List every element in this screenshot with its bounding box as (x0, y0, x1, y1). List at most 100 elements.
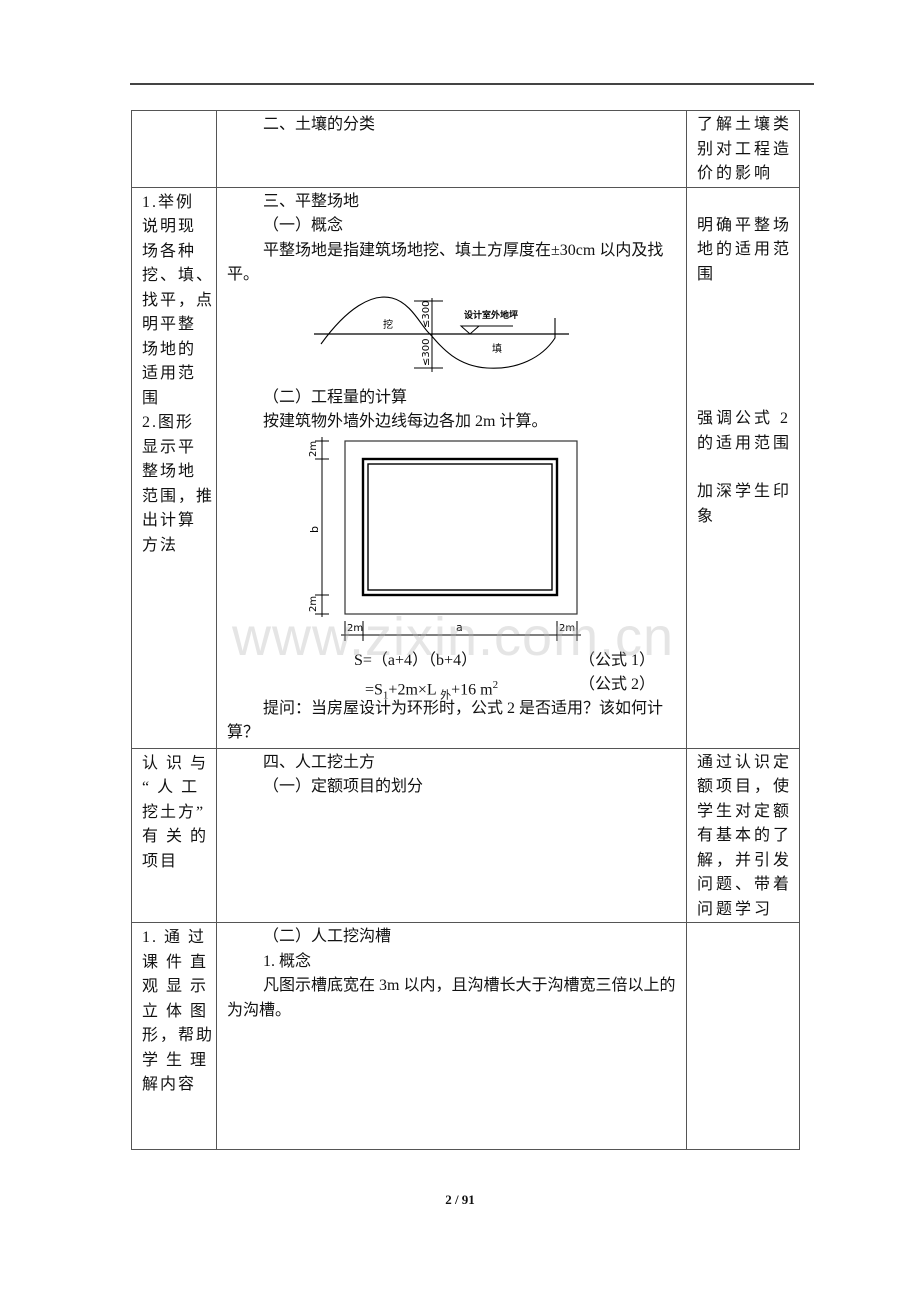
activity-line: 说明现 (142, 218, 197, 235)
subsection-heading: （二）人工挖沟槽 (263, 928, 392, 945)
dim-top-label: ≤300 (421, 300, 432, 327)
question-paragraph: 提问：当房屋设计为环形时，公式 2 是否适用？该如何计算？ (227, 699, 664, 742)
activity-line: 出计算 (142, 512, 197, 529)
goal-line: 问题学习 (697, 900, 774, 918)
cut-fill-diagram: 挖 填 设计室外地坪 ≤300 ≤300 (227, 288, 678, 386)
activity-line: 显示平 (142, 438, 197, 456)
formula-1: S=（a+4）（b+4） （公式 1） (227, 649, 678, 673)
goal-line: 象 (697, 507, 717, 525)
fill-label: 填 (492, 342, 502, 355)
goal-cell (686, 922, 800, 1150)
activity-line: 观 显 示 (142, 978, 209, 995)
activity-line: 立 体 图 (142, 1002, 209, 1020)
activity-cell: 认 识 与 “ 人 工 挖土方” 有 关 的 项目 (131, 747, 217, 923)
formula-text: =S (365, 680, 383, 698)
dim-bottom-label: 2m (308, 595, 319, 611)
formula-text: +16 m (451, 680, 493, 698)
formula-text: +2m×L (388, 680, 441, 698)
spacer (697, 456, 799, 480)
activity-line: 场地的 (142, 340, 197, 358)
header-rule (130, 83, 814, 85)
activity-line: 解内容 (142, 1076, 197, 1093)
content-cell: 三、平整场地 （一）概念 平整场地是指建筑场地挖、填土方厚度在±30cm 以内及… (216, 186, 687, 749)
activity-line: 范围，推 (142, 487, 215, 505)
formula-2: =S1+2m×L 外+16 m2 （公式 2） (227, 673, 678, 702)
dim-left-label: 2m (347, 623, 363, 634)
table-row: 1.举例 说明现 场各种 挖、填、 找平，点 明平整 场地的 适用范 围 2.图… (131, 186, 800, 749)
activity-line: 项目 (142, 852, 179, 870)
goal-cell: 通过认识定 额项目，使 学生对定额 有基本的了 解，并引发 问题、带着 问题学习 (686, 747, 800, 923)
table-row: 认 识 与 “ 人 工 挖土方” 有 关 的 项目 四、人工挖土方 （一）定额项… (131, 747, 800, 923)
activity-line: 围 (142, 389, 161, 407)
goal-cell: 了解土壤类 别对工程造 价的影响 (686, 110, 800, 188)
goal-cell: 明确平整场 地的适用范 围 强调公式 2 的适用范围 加深学生印 象 (686, 186, 800, 749)
formula-sub: 1 (382, 689, 389, 702)
paragraph: 平整场地是指建筑场地挖、填土方厚度在±30cm 以内及找平。 (227, 241, 664, 284)
section-heading: 二、土壤的分类 (263, 116, 376, 133)
subsection-heading: 1. 概念 (263, 952, 312, 970)
activity-line: 学 生 理 (142, 1051, 209, 1069)
site-area-diagram: 2m b 2m 2m a 2m (227, 435, 678, 649)
goal-line: 解，并引发 (697, 851, 793, 869)
activity-line: 场各种 (142, 242, 197, 260)
goal-line: 围 (697, 265, 717, 283)
goal-line: 额项目，使 (697, 778, 793, 795)
subsection-heading: （二）工程量的计算 (263, 388, 408, 406)
spacer (697, 287, 799, 407)
activity-line: 找平，点 (142, 291, 215, 309)
goal-line: 地的适用范 (697, 241, 793, 258)
paragraph: 凡图示槽底宽在 3m 以内，且沟槽长大于沟槽宽三倍以上的为沟槽。 (227, 977, 676, 1019)
formula-2-expr: =S1+2m×L 外+16 m2 (365, 673, 498, 708)
section-heading: 三、平整场地 (263, 192, 360, 210)
activity-line: 认 识 与 (142, 754, 209, 772)
goal-line: 有基本的了 (697, 827, 793, 844)
goal-line: 的适用范围 (697, 434, 793, 452)
dim-b-label: b (308, 526, 321, 533)
activity-line: 挖土方” (142, 803, 206, 821)
page-number: 2 / 91 (445, 1192, 475, 1207)
content-cell: 二、土壤的分类 (216, 110, 687, 188)
activity-line: 有 关 的 (142, 828, 209, 845)
section-heading: 四、人工挖土方 (263, 753, 376, 771)
activity-line: 明平整 (142, 316, 197, 333)
formula-1-tag: （公式 1） (579, 651, 656, 669)
subsection-heading: （一）概念 (263, 217, 344, 234)
activity-line: 形，帮助 (142, 1027, 215, 1044)
dim-top-label: 2m (308, 440, 319, 456)
table-row: 二、土壤的分类 了解土壤类 别对工程造 价的影响 (131, 110, 800, 188)
ground-level-label: 设计室外地坪 (464, 309, 518, 321)
goal-line: 学生对定额 (697, 802, 793, 820)
dim-a-label: a (456, 621, 463, 634)
activity-line: 1.举例 (142, 193, 195, 211)
cut-label: 挖 (383, 318, 393, 331)
goal-line: 加深学生印 (697, 483, 793, 500)
formula-1-expr: S=（a+4）（b+4） (354, 651, 478, 669)
goal-line: 通过认识定 (697, 753, 793, 771)
formula-sub: 外 (440, 689, 452, 702)
activity-line: 课 件 直 (142, 953, 209, 971)
goal-line: 别对工程造 (697, 140, 793, 158)
goal-line: 明确平整场 (697, 216, 793, 234)
content-cell: （二）人工挖沟槽 1. 概念 凡图示槽底宽在 3m 以内，且沟槽长大于沟槽宽三倍… (216, 922, 687, 1150)
activity-cell: 1. 通 过 课 件 直 观 显 示 立 体 图 形，帮助 学 生 理 解内容 (131, 922, 217, 1150)
activity-line: “ 人 工 (142, 779, 200, 796)
content-cell: 四、人工挖土方 （一）定额项目的划分 (216, 747, 687, 923)
activity-line: 挖、填、 (142, 267, 215, 284)
subsection-heading: （一）定额项目的划分 (263, 778, 424, 795)
activity-line: 方法 (142, 536, 179, 554)
spacer (697, 190, 799, 214)
formula-sup: 2 (492, 678, 499, 691)
formula-2-tag: （公式 2） (579, 675, 656, 693)
table-row: 1. 通 过 课 件 直 观 显 示 立 体 图 形，帮助 学 生 理 解内容 … (131, 922, 800, 1150)
lesson-plan-table: 二、土壤的分类 了解土壤类 别对工程造 价的影响 1.举例 说明现 场各种 挖、… (131, 110, 800, 1150)
goal-line: 问题、带着 (697, 876, 793, 893)
dim-bottom-label: ≤300 (421, 338, 432, 365)
activity-line: 1. 通 过 (142, 929, 207, 946)
goal-line: 价的影响 (697, 165, 774, 182)
activity-line: 适用范 (142, 365, 197, 382)
goal-line: 强调公式 2 (697, 410, 792, 427)
activity-line: 2.图形 (142, 414, 195, 431)
dim-right-label: 2m (559, 623, 575, 634)
activity-line: 整场地 (142, 463, 197, 480)
activity-cell: 1.举例 说明现 场各种 挖、填、 找平，点 明平整 场地的 适用范 围 2.图… (131, 186, 217, 749)
